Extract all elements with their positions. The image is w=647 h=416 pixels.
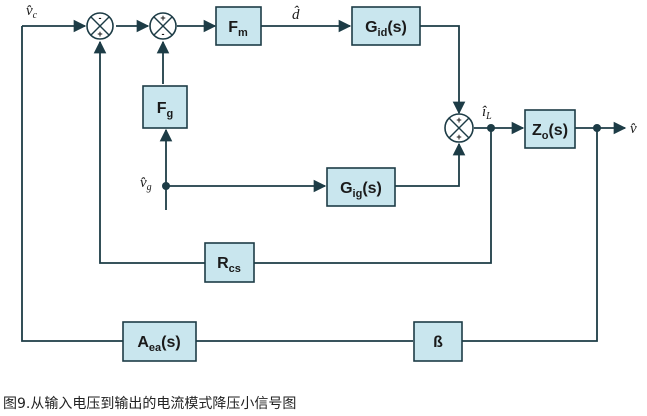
block-aea: Aea(s) — [122, 321, 197, 362]
signal-il: îL — [482, 104, 492, 122]
svg-text:Aea(s): Aea(s) — [137, 334, 180, 354]
block-fm: Fm — [215, 6, 262, 46]
block-beta: ß — [413, 321, 463, 362]
junction-dots — [162, 124, 601, 190]
signal-vout: v̂ — [630, 121, 637, 137]
signal-vc: v̂c — [26, 3, 38, 21]
summer-2-bottom-sign: - — [162, 29, 165, 39]
block-zo: Zo(s) — [524, 109, 576, 149]
svg-text:Fg: Fg — [157, 100, 174, 120]
summer-3-bottom-sign: + — [456, 132, 461, 142]
signal-vg: v̂g — [140, 175, 152, 193]
block-gid: Gid(s) — [351, 6, 421, 46]
svg-text:Zo(s): Zo(s) — [532, 122, 568, 142]
vout-junction-dot — [593, 124, 601, 132]
svg-text:Gid(s): Gid(s) — [365, 19, 407, 39]
summer-3-top-sign: + — [456, 115, 461, 125]
svg-text:ß: ß — [433, 334, 443, 351]
svg-text:Rcs: Rcs — [217, 255, 241, 275]
il-junction-dot — [487, 124, 495, 132]
block-diagram: - + + - + + Fm Gid(s) Fg Zo(s) Gig(s) Rc… — [21, 3, 637, 362]
summer-1-bottom-sign: + — [97, 29, 102, 39]
svg-text:Fm: Fm — [228, 19, 248, 39]
summer-2-top-sign: + — [160, 13, 165, 23]
block-rcs: Rcs — [204, 242, 255, 283]
svg-text:Gig(s): Gig(s) — [340, 180, 382, 200]
block-gig: Gig(s) — [326, 167, 396, 207]
summer-1: - + — [86, 12, 114, 40]
summer-3: + + — [444, 113, 474, 143]
signal-lines — [21, 19, 627, 342]
summer-2: + - — [149, 12, 177, 40]
signal-d: d̂ — [292, 6, 300, 23]
block-fg: Fg — [142, 85, 188, 129]
vg-junction-dot — [162, 182, 170, 190]
figure-caption: 图9.从输入电压到输出的电流模式降压小信号图 — [3, 396, 297, 412]
summer-1-top-sign: - — [99, 13, 102, 23]
